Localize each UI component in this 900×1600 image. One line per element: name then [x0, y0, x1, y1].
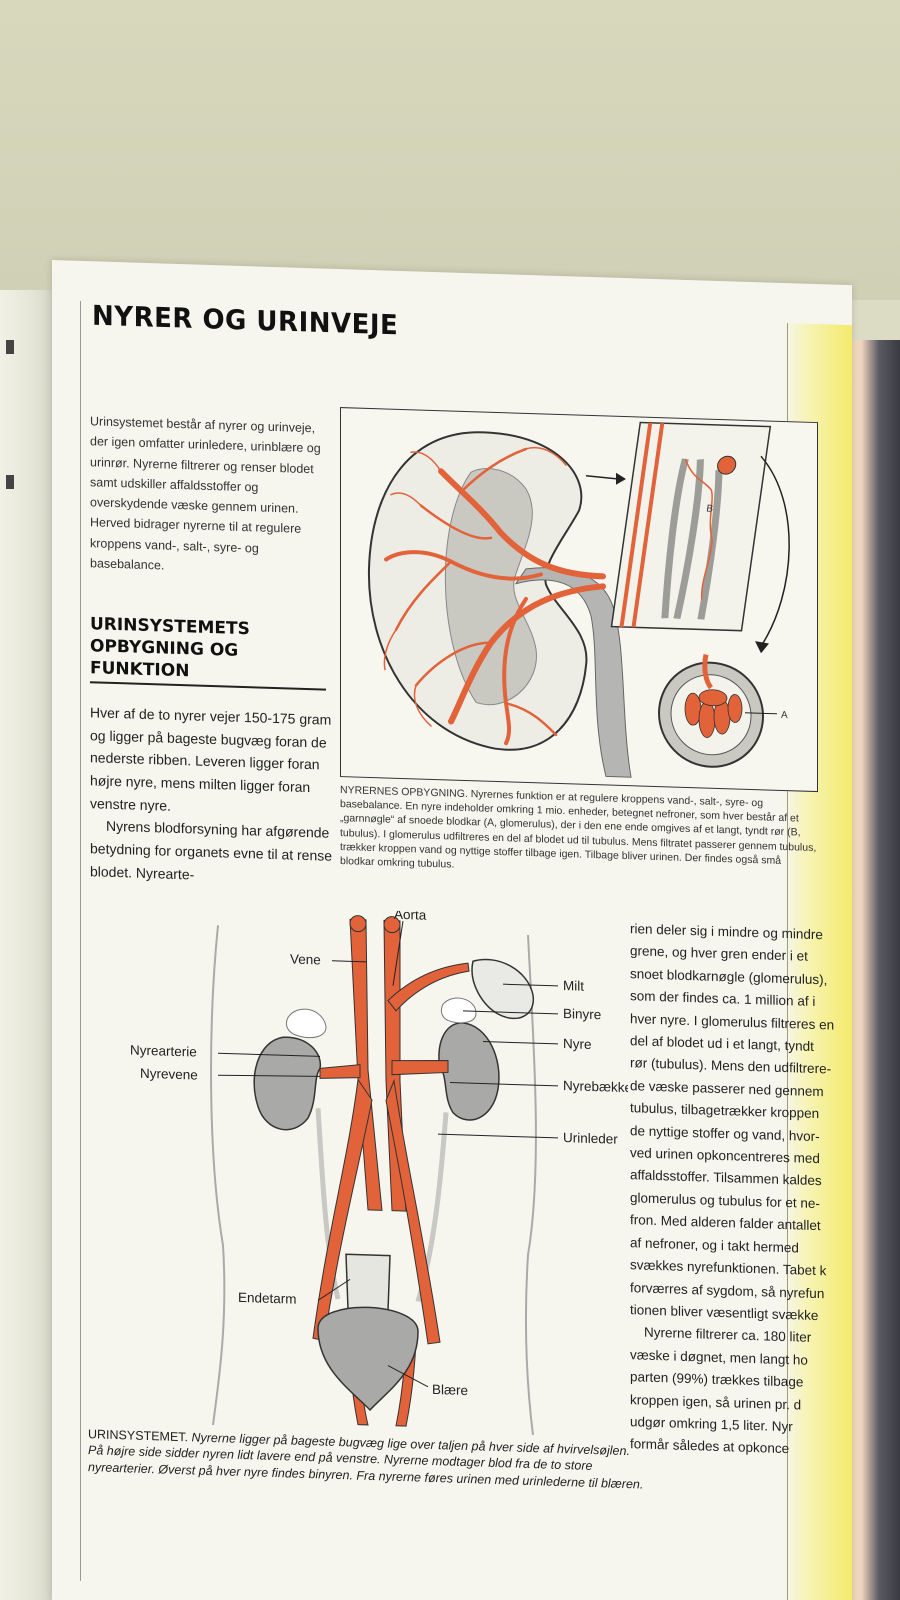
torso-outline-left: [210, 925, 226, 1426]
page-title: NYRER OG URINVEJE: [92, 300, 399, 342]
nephron-detail: B: [610, 421, 772, 632]
label-b: B: [706, 504, 715, 515]
book-page: NYRER OG URINVEJE Urinsystemet består af…: [52, 260, 852, 1600]
section-heading: URINSYSTEMETS OPBYGNING OG FUNKTION: [90, 613, 326, 691]
kidney-figure-caption: Nyrernes opbygning. Nyrernes funktion er…: [340, 783, 818, 883]
label-leaders: [217, 920, 558, 1388]
left-page-mark: [6, 475, 14, 489]
label-urinleder: Urinleder: [563, 1130, 618, 1147]
glomerulus-detail: A: [658, 653, 788, 768]
vein-opening: [349, 915, 367, 933]
right-adrenal: [285, 1008, 327, 1039]
label-nyrebaekken: Nyrebækken: [563, 1078, 628, 1095]
left-margin-rule: [80, 300, 81, 1581]
label-nyrevene: Nyrevene: [140, 1066, 198, 1083]
renal-vessels: [383, 447, 606, 746]
left-kidney: [438, 1022, 500, 1121]
label-aorta: Aorta: [394, 907, 427, 923]
label-milt: Milt: [563, 978, 584, 994]
label-endetarm: Endetarm: [238, 1290, 297, 1307]
body-text-left: Hver af de to nyrer vejer 150-175 gram o…: [90, 701, 336, 890]
left-adrenal: [440, 997, 477, 1024]
label-a: A: [781, 710, 788, 721]
urinary-system-figure: Aorta Vene Milt Binyre Nyre Nyrearterie …: [88, 901, 640, 1438]
body-paragraph: Hver af de to nyrer vejer 150-175 gram o…: [90, 704, 332, 814]
intro-paragraph: Urinsystemet består af nyrer og urinveje…: [90, 414, 321, 573]
body-paragraph: Nyrens blodforsyning har afgørende betyd…: [90, 818, 333, 883]
torso-outline-right: [524, 934, 537, 1436]
kidney-structure-figure: B A: [340, 407, 818, 793]
label-binyre: Binyre: [563, 1006, 601, 1022]
right-kidney: [253, 1036, 322, 1131]
urinary-system-illustration: Aorta Vene Milt Binyre Nyre Nyrearterie …: [130, 907, 640, 1436]
spleen: [471, 958, 534, 1020]
pointer-arrow: [585, 475, 617, 480]
body-text-right: rien deler sig i mindre og mindre grene,…: [630, 918, 852, 1463]
background-wall: [0, 0, 900, 300]
aorta-opening: [383, 916, 401, 934]
kidney-illustration: B A: [367, 421, 790, 778]
caption-lead: Urinsystemet.: [88, 1427, 189, 1445]
bladder: [317, 1306, 419, 1412]
label-vene: Vene: [290, 951, 321, 967]
rectum: [345, 1253, 391, 1312]
arrow-head: [616, 472, 626, 485]
label-nyrearterie: Nyrearterie: [130, 1042, 197, 1059]
left-page-mark: [6, 340, 14, 354]
pointer-arrow-curved: [760, 455, 790, 647]
left-page-edge: [0, 290, 60, 1600]
arrow-head: [755, 641, 769, 654]
label-nyre: Nyre: [563, 1036, 592, 1052]
caption-text: Nyrernes funktion er at regulere kroppen…: [340, 788, 817, 871]
label-blaere: Blære: [432, 1382, 468, 1398]
